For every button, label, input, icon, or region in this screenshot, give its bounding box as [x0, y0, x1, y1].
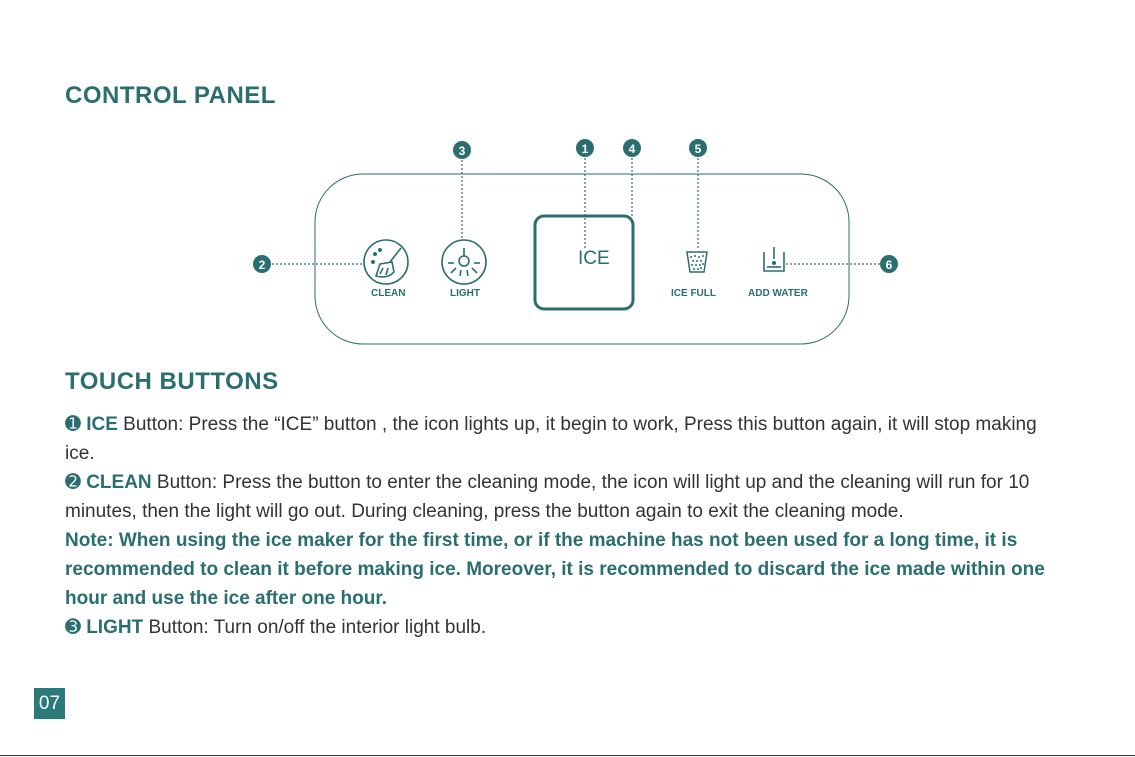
- callout-3-text: 3: [459, 144, 466, 158]
- light-button-title: LIGHT: [86, 617, 144, 638]
- callout-6-marker: 6: [880, 255, 898, 273]
- clean-button-description: ➋ CLEAN Button: Press the button to ente…: [65, 468, 1065, 526]
- callout-4-marker: 4: [623, 139, 641, 157]
- ice-full-icon: [686, 251, 708, 273]
- callout-2-marker: 2: [253, 255, 271, 273]
- add-water-icon: [763, 247, 785, 272]
- bottom-rule: [0, 755, 1135, 756]
- light-button-description: ➌ LIGHT Button: Turn on/off the interior…: [65, 613, 1065, 642]
- ice-button-text: Button: Press the “ICE” button , the ico…: [65, 414, 1037, 464]
- control-panel-heading: CONTROL PANEL: [65, 82, 276, 109]
- touch-buttons-heading: TOUCH BUTTONS: [65, 368, 279, 395]
- ice-button-title: ICE: [86, 414, 118, 435]
- ice-button-frame: [533, 214, 635, 311]
- light-icon: [441, 239, 487, 285]
- control-panel-diagram: 3 1 4 5 2 6: [253, 139, 898, 345]
- callout-1-marker: 1: [576, 139, 594, 157]
- panel-outline: [314, 173, 850, 345]
- ice-full-label: ICE FULL: [671, 288, 716, 299]
- light-button-text: Button: Turn on/off the interior light b…: [143, 617, 487, 638]
- instructions-body: ➊ ICE Button: Press the “ICE” button , t…: [65, 410, 1065, 642]
- callout-1-text: 1: [582, 142, 589, 156]
- callout-4-text: 4: [629, 142, 636, 156]
- callout-2-text: 2: [259, 258, 266, 272]
- callout-5-text: 5: [695, 142, 702, 156]
- add-water-label: ADD WATER: [748, 288, 808, 299]
- clean-icon: [363, 239, 409, 285]
- callout-5-marker: 5: [689, 139, 707, 157]
- item-3-number: ➌: [65, 616, 81, 638]
- clean-button-text: Button: Press the button to enter the cl…: [65, 472, 1030, 522]
- page-number-badge: 07: [34, 688, 65, 719]
- clean-button-title: CLEAN: [86, 472, 152, 493]
- callout-3-marker: 3: [453, 141, 471, 159]
- ice-button-description: ➊ ICE Button: Press the “ICE” button , t…: [65, 410, 1065, 468]
- first-use-note: Note: When using the ice maker for the f…: [65, 530, 1045, 609]
- light-label: LIGHT: [450, 288, 480, 299]
- clean-label: CLEAN: [371, 288, 406, 299]
- callout-6-text: 6: [886, 258, 893, 272]
- item-1-number: ➊: [65, 413, 81, 435]
- item-2-number: ➋: [65, 471, 81, 493]
- ice-button-label[interactable]: ICE: [578, 248, 610, 269]
